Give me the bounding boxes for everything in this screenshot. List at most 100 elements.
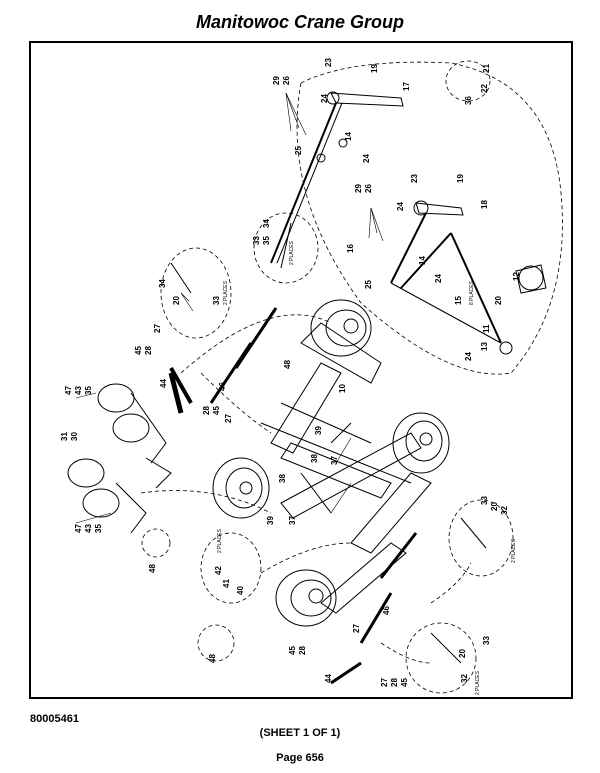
callout: 23: [410, 174, 419, 183]
callout: 34: [262, 219, 271, 228]
callout: 37: [288, 516, 297, 525]
callout: 33: [482, 636, 491, 645]
callout: 40: [236, 586, 245, 595]
callout: 36: [464, 96, 473, 105]
callout: 14: [344, 132, 353, 141]
steering-linkage-upper: [270, 91, 547, 355]
callout: 19: [370, 64, 379, 73]
callout: 32: [460, 674, 469, 683]
callout: 42: [214, 566, 223, 575]
callout: 44: [324, 674, 333, 683]
detail-circle-bottom-right: [405, 622, 477, 694]
tie-rods: [168, 222, 487, 685]
callout: 41: [222, 579, 231, 588]
callout: 46: [382, 606, 391, 615]
callout: 29: [354, 184, 363, 193]
place-note: 8 PLACES: [469, 280, 475, 305]
callout: 26: [364, 184, 373, 193]
callout: 20: [172, 296, 181, 305]
sheet-indicator: (SHEET 1 OF 1): [259, 727, 341, 739]
callout: 39: [314, 426, 323, 435]
wheel-hub-bottom: [275, 569, 337, 627]
callout: 33: [212, 296, 221, 305]
callout: 14: [418, 256, 427, 265]
callout: 34: [158, 279, 167, 288]
callout: 20: [494, 296, 503, 305]
callout: 35: [262, 236, 271, 245]
callout: 47: [74, 524, 83, 533]
place-note: 2 PLACES: [217, 528, 223, 553]
callout: 28: [144, 346, 153, 355]
leader-lines: [75, 92, 384, 524]
place-note: 2 PLACES: [223, 280, 229, 305]
callout: 43: [84, 524, 93, 533]
callout: 24: [396, 202, 405, 211]
page-number: Page 656: [276, 752, 324, 764]
callout: 48: [283, 360, 292, 369]
callout: 45: [134, 346, 143, 355]
callout: 24: [320, 94, 329, 103]
callout: 13: [480, 342, 489, 351]
callout: 44: [159, 379, 168, 388]
detail-circle-upper-right: [445, 60, 491, 102]
detail-circle-top-mid: [253, 212, 319, 284]
callout: 25: [294, 146, 303, 155]
wheel-hub-top: [310, 299, 372, 357]
detail-circle-left-small: [141, 528, 171, 558]
place-note: 2 PLACES: [289, 240, 295, 265]
callout: 32: [500, 506, 509, 515]
axle-frame: [260, 322, 432, 614]
callout: 38: [278, 474, 287, 483]
exploded-parts-diagram: 29 26 23 19 21 36 22 24 17 14 25 24 29 2…: [29, 41, 573, 699]
callout: 30: [70, 432, 79, 441]
page-title: Manitowoc Crane Group: [195, 12, 404, 32]
callout: 20: [490, 502, 499, 511]
place-note: 2 PLACES: [511, 538, 517, 563]
callout: 22: [480, 84, 489, 93]
document-number: 80005461: [30, 713, 79, 725]
callout: 45: [400, 678, 409, 687]
callout: 37: [330, 456, 339, 465]
detail-circle-right-mid: [448, 499, 514, 577]
callout: 27: [380, 678, 389, 687]
callout: 10: [338, 384, 347, 393]
callout: 15: [454, 296, 463, 305]
callout: 18: [480, 200, 489, 209]
callout: 27: [224, 414, 233, 423]
callout: 28: [298, 646, 307, 655]
callout: 45: [212, 406, 221, 415]
callout: 43: [74, 386, 83, 395]
callout: 17: [402, 82, 411, 91]
callout: 21: [482, 64, 491, 73]
callout: 19: [456, 174, 465, 183]
callout: 28: [202, 406, 211, 415]
callout: 11: [482, 324, 491, 333]
callout: 35: [84, 386, 93, 395]
callout: 33: [252, 236, 261, 245]
callout: 23: [324, 58, 333, 67]
callout: 45: [288, 646, 297, 655]
callout: 24: [362, 154, 371, 163]
callout: 38: [310, 454, 319, 463]
detail-circle-left-upper: [160, 247, 232, 339]
upper-detail-boundary: [296, 61, 563, 375]
detail-circle-bottom-left: [197, 624, 235, 662]
callout: 28: [390, 678, 399, 687]
callout: 16: [346, 244, 355, 253]
callout: 39: [266, 516, 275, 525]
wheel-hub-left: [212, 457, 270, 519]
callout: 48: [208, 654, 217, 663]
callout: 35: [94, 524, 103, 533]
callout: 46: [218, 382, 227, 391]
callout: 12: [512, 272, 521, 281]
callout: 26: [282, 76, 291, 85]
place-note: 2 PLACES: [475, 670, 481, 695]
wheel-hub-right: [392, 412, 450, 474]
callout: 20: [458, 649, 467, 658]
callout: 29: [272, 76, 281, 85]
brake-chambers-left: [67, 367, 193, 534]
callout: 27: [352, 624, 361, 633]
callout: 27: [153, 324, 162, 333]
callout: 48: [148, 564, 157, 573]
callout: 33: [480, 496, 489, 505]
